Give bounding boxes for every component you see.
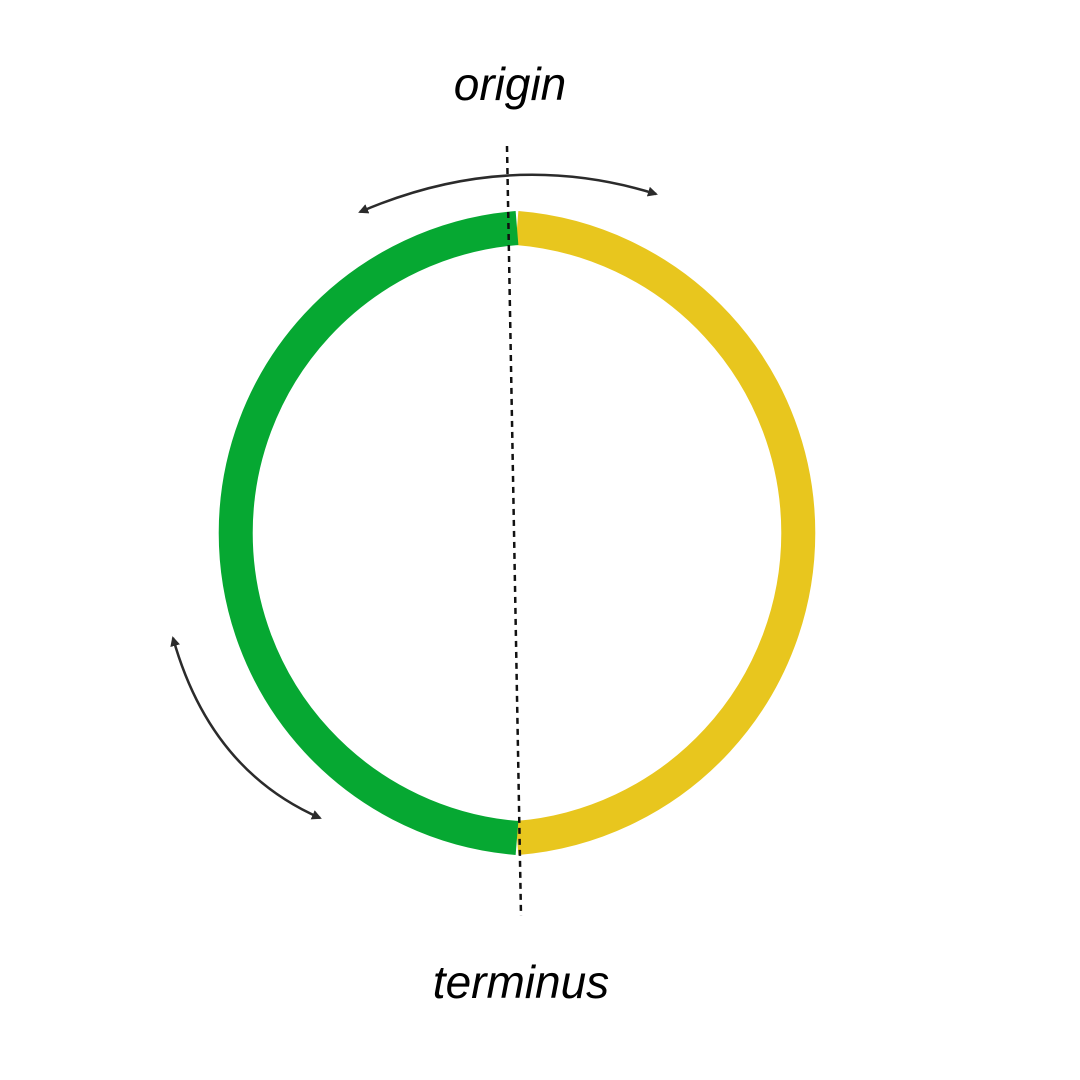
- left-replichore-arc: [218, 211, 519, 855]
- right-replichore-arc: [515, 211, 816, 855]
- terminus-label: terminus: [433, 956, 609, 1008]
- origin-label: origin: [454, 58, 567, 110]
- left-arc-bidirectional-arrow: [170, 636, 322, 820]
- origin-terminus-axis: [505, 145, 523, 917]
- origin-bidirectional-arrow: [358, 173, 658, 214]
